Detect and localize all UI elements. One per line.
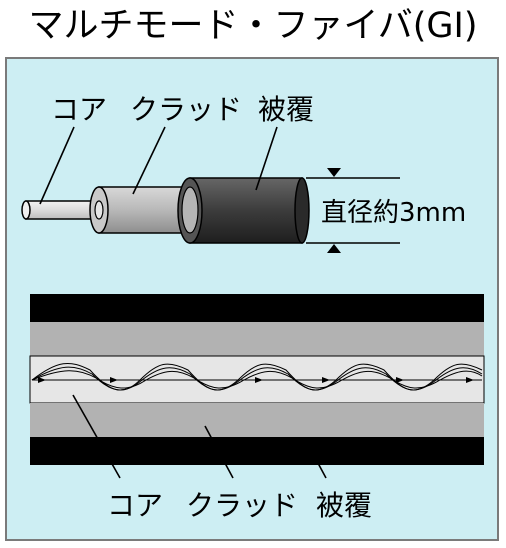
jacket-top-band <box>30 294 484 322</box>
arrow-right-icon <box>466 377 474 383</box>
arrow-right-icon <box>322 377 330 383</box>
cable-jacket-label: 被覆 <box>258 93 314 126</box>
cs-cladding-leader-line <box>204 425 234 479</box>
arrow-right-icon <box>110 377 118 383</box>
cladding-leader-line <box>132 126 166 195</box>
cable-jacket <box>177 177 310 244</box>
cladding-bottom-band <box>30 403 484 437</box>
cable-illustration: コア クラッド 被覆 直径約3mm <box>21 93 466 253</box>
cable-core <box>21 200 100 220</box>
cable-core-label: コア <box>51 93 107 126</box>
cs-core-label: コア <box>107 489 163 522</box>
arrow-down-icon <box>327 168 341 177</box>
arrow-right-icon <box>396 377 404 383</box>
cs-core-leader-line <box>72 394 121 479</box>
cs-jacket-leader-line <box>311 451 327 479</box>
ray-arrows <box>38 377 474 383</box>
cable-cladding <box>89 186 192 234</box>
diameter-label: 直径約3mm <box>321 198 466 228</box>
cable-cladding-label: クラッド <box>130 93 242 126</box>
cladding-top-band <box>30 322 484 356</box>
jacket-bottom-band <box>30 437 484 465</box>
core-leader-line <box>39 126 75 205</box>
cs-jacket-label: 被覆 <box>316 489 372 522</box>
arrow-right-icon <box>38 377 46 383</box>
cs-cladding-label: クラッド <box>186 489 298 522</box>
page-title: マルチモード・ファイバ(GI) <box>28 6 478 46</box>
arrow-up-icon <box>327 244 341 253</box>
jacket-leader-line <box>255 126 278 191</box>
cross-section: コア クラッド 被覆 <box>29 294 485 522</box>
arrow-right-icon <box>255 377 263 383</box>
diameter-dimension <box>306 168 400 253</box>
